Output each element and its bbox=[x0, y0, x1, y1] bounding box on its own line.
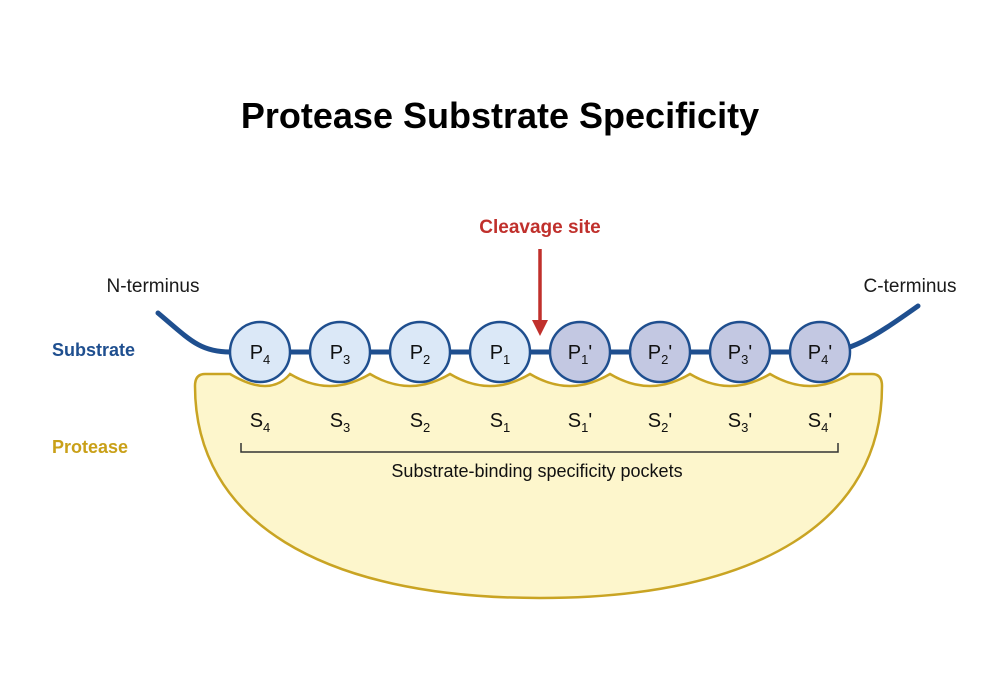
residue-p2: P2 bbox=[388, 320, 452, 384]
residue-bead bbox=[548, 320, 612, 384]
n-terminus-label: N-terminus bbox=[107, 276, 200, 297]
pocket-bracket bbox=[240, 443, 839, 453]
residue-p4: P4 bbox=[228, 320, 292, 384]
pocket-label-s4: S4 bbox=[250, 410, 271, 435]
pocket-label-s1-prime: S1' bbox=[568, 410, 592, 435]
residue-label: P1 bbox=[490, 342, 511, 367]
cleavage-site-label: Cleavage site bbox=[479, 217, 600, 238]
pocket-label-s1: S1 bbox=[490, 410, 511, 435]
cleavage-arrow bbox=[532, 249, 548, 336]
residue-bead bbox=[308, 320, 372, 384]
residue-label: P2 bbox=[410, 342, 431, 367]
residue-label: P4 bbox=[250, 342, 271, 367]
protease-label: Protease bbox=[52, 437, 128, 457]
residue-bead bbox=[628, 320, 692, 384]
pocket-label-s4-prime: S4' bbox=[808, 410, 832, 435]
pocket-label-s2: S2 bbox=[410, 410, 431, 435]
protease-body bbox=[193, 372, 884, 600]
residue-label: P3 bbox=[330, 342, 351, 367]
residue-label: P4' bbox=[808, 342, 832, 367]
pocket-label-s2-prime: S2' bbox=[648, 410, 672, 435]
residue-label: P1' bbox=[568, 342, 592, 367]
pocket-group: S4 S3 S2 S1 S1' S2' S3' S4' bbox=[250, 410, 832, 435]
c-terminus-label: C-terminus bbox=[864, 276, 957, 297]
residue-bead bbox=[788, 320, 852, 384]
residue-p4-prime: P4' bbox=[788, 320, 852, 384]
residue-bead bbox=[468, 320, 532, 384]
residue-p3: P3 bbox=[308, 320, 372, 384]
residue-p2-prime: P2' bbox=[628, 320, 692, 384]
residue-group: P4 P3 P2 P1 P1' P2' P3' P4' bbox=[228, 320, 852, 384]
residue-label: P2' bbox=[648, 342, 672, 367]
pocket-label-s3: S3 bbox=[330, 410, 351, 435]
residue-bead bbox=[708, 320, 772, 384]
page-title: Protease Substrate Specificity bbox=[241, 95, 759, 136]
residue-label: P3' bbox=[728, 342, 752, 367]
residue-p1: P1 bbox=[468, 320, 532, 384]
bracket-label: Substrate-binding specificity pockets bbox=[391, 461, 682, 481]
residue-bead bbox=[228, 320, 292, 384]
pocket-label-s3-prime: S3' bbox=[728, 410, 752, 435]
residue-p3-prime: P3' bbox=[708, 320, 772, 384]
residue-bead bbox=[388, 320, 452, 384]
substrate-label: Substrate bbox=[52, 340, 135, 360]
residue-p1-prime: P1' bbox=[548, 320, 612, 384]
